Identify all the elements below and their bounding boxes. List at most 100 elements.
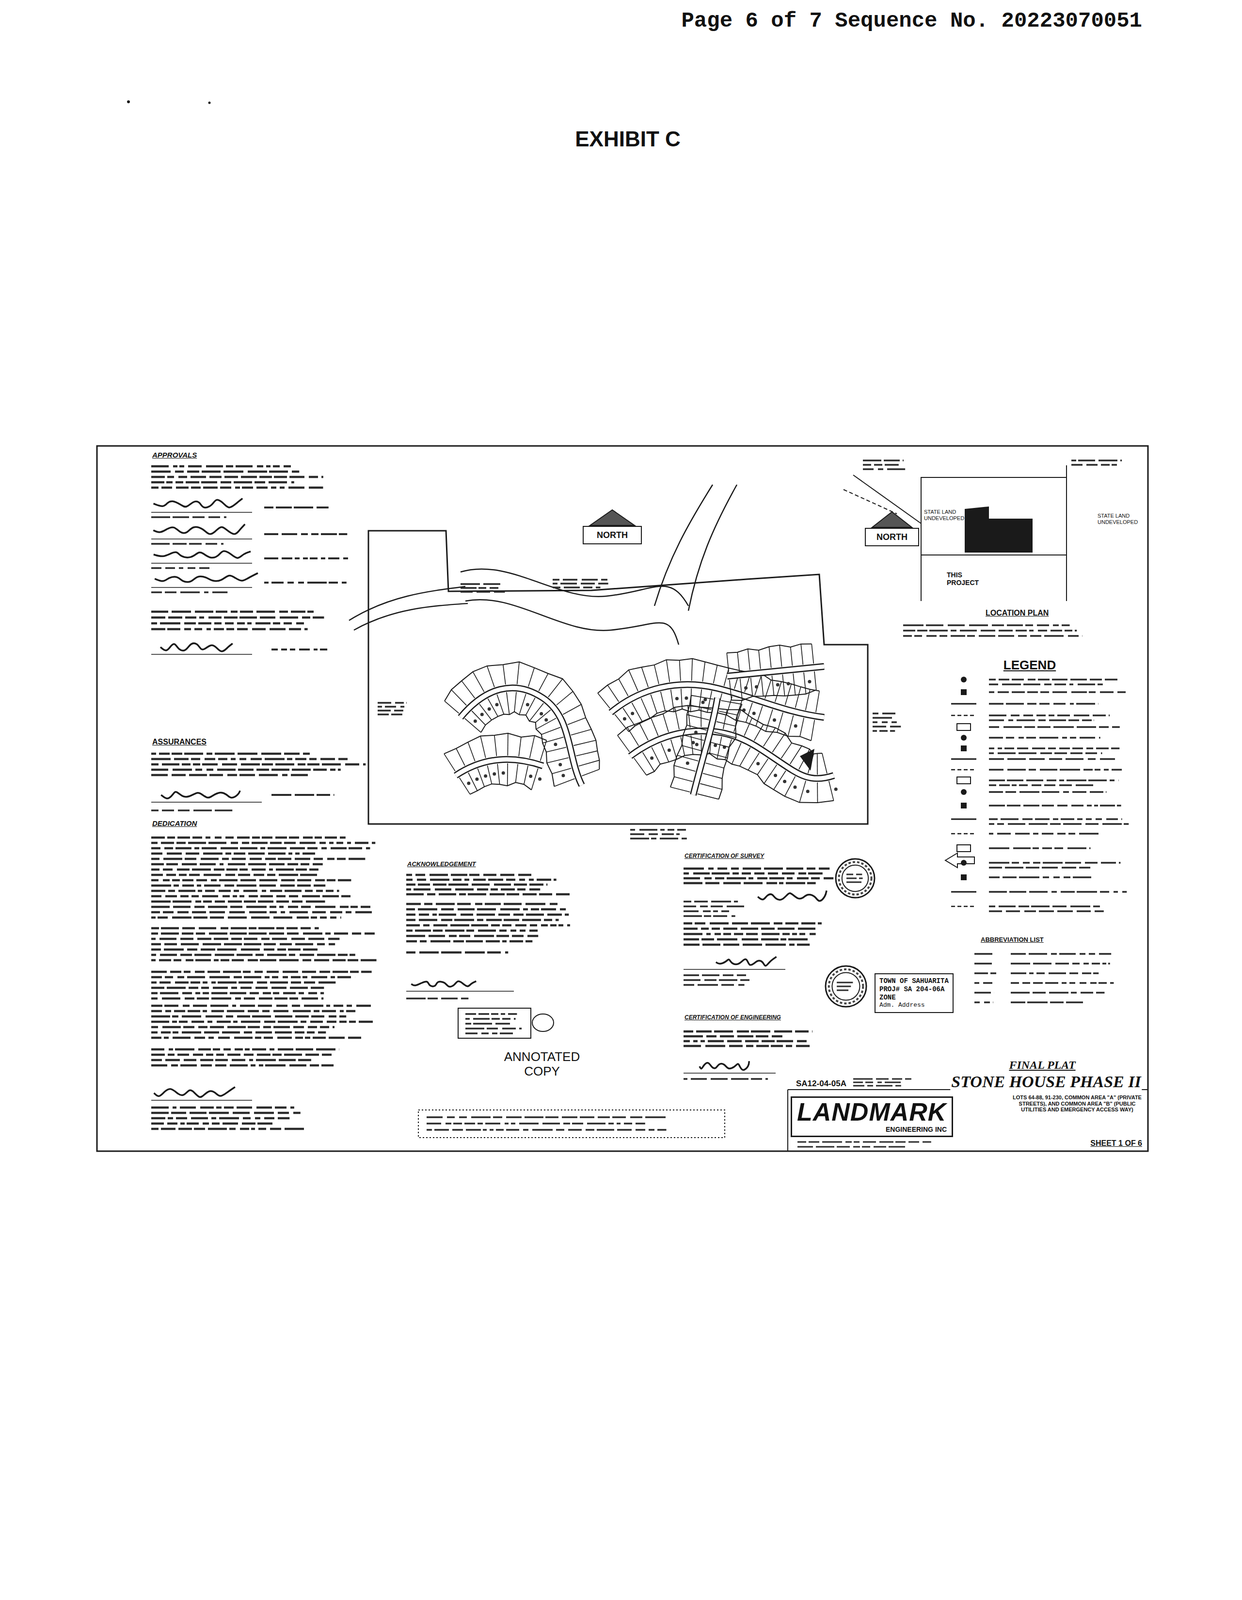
illegible-text — [406, 904, 571, 942]
lot-line — [631, 702, 643, 723]
text-line — [988, 726, 1120, 729]
lot-line — [758, 650, 761, 669]
illegible-text — [862, 460, 906, 470]
text-line — [683, 927, 819, 931]
lot-line — [768, 646, 771, 669]
lot-rear-line — [726, 644, 812, 653]
lot-line — [816, 782, 818, 803]
lot-line — [528, 668, 535, 687]
illegible-text — [988, 692, 1126, 693]
lot-number-mark — [525, 702, 530, 707]
illegible-text — [406, 875, 571, 895]
section-heading: ABBREVIATION LIST — [979, 936, 1045, 944]
illegible-text — [853, 1079, 912, 1086]
text-line — [151, 763, 366, 766]
illegible-text — [264, 582, 347, 584]
text-line — [151, 906, 371, 909]
lot-line — [772, 733, 785, 753]
text-line — [406, 893, 571, 896]
lot-line — [803, 672, 806, 695]
text-line — [406, 888, 541, 892]
text-line — [988, 719, 1095, 722]
registration-seal — [842, 865, 869, 892]
section-heading: APPROVALS — [151, 450, 198, 460]
illegible-text — [151, 753, 366, 776]
text-line — [683, 910, 731, 913]
registration-seal — [835, 859, 875, 898]
text-line — [151, 610, 315, 614]
illegible-text — [988, 759, 1116, 760]
lot-line — [816, 753, 818, 776]
lot-number-mark — [480, 713, 484, 717]
legend-symbol — [951, 906, 977, 908]
text-line — [151, 470, 300, 474]
lot-line — [718, 711, 738, 716]
text-line — [683, 877, 834, 880]
illegible-text — [460, 584, 506, 592]
lot-number-mark — [475, 777, 479, 781]
lot-line — [799, 780, 806, 803]
text-line — [1071, 459, 1122, 462]
signature — [153, 551, 251, 558]
lot-line — [651, 717, 659, 736]
stamp-text: TOWN OF SAHUARITA — [879, 977, 949, 986]
exhibit-title: EXHIBIT C — [573, 127, 682, 152]
signature — [716, 956, 777, 967]
street — [630, 731, 834, 779]
section-heading: LOCATION PLAN — [984, 608, 1050, 618]
lot-line — [814, 671, 817, 690]
text-line — [853, 1085, 902, 1087]
page-header: Page 6 of 7 Sequence No. 20223070051 — [680, 8, 1144, 34]
lot-line — [459, 778, 471, 795]
text-line — [465, 1022, 510, 1025]
text-line — [872, 721, 897, 724]
lot-line — [674, 707, 680, 730]
text-line — [988, 678, 1119, 681]
lot-line — [681, 745, 701, 751]
text-line — [151, 863, 323, 866]
text-line — [151, 758, 351, 761]
text-line — [988, 891, 1127, 893]
lot-line — [546, 747, 567, 753]
illegible-text — [988, 792, 1107, 793]
lot-line — [461, 681, 475, 699]
lot-line — [496, 694, 504, 715]
illegible-text — [683, 868, 834, 884]
text-line — [406, 874, 534, 877]
lot-line — [702, 773, 723, 779]
lot-number-mark — [793, 785, 797, 789]
text-line — [862, 468, 906, 471]
text-line — [683, 905, 747, 908]
section-line — [1066, 465, 1067, 602]
text-line — [151, 874, 319, 877]
signature — [154, 573, 258, 582]
lot-line — [515, 764, 519, 783]
lot-line — [729, 680, 732, 701]
lot-line — [479, 704, 492, 721]
text-line — [903, 624, 1070, 627]
text-line — [988, 702, 1099, 705]
text-line — [151, 847, 370, 850]
text-line — [988, 876, 1095, 879]
lot-line — [761, 676, 764, 697]
text-line — [683, 1078, 768, 1081]
registration-seal — [828, 969, 864, 1004]
street — [727, 666, 825, 677]
illegible-text — [151, 971, 372, 999]
text-line — [683, 984, 745, 987]
illegible-text — [151, 928, 377, 961]
lot-number-mark — [701, 700, 705, 704]
legend-symbol — [951, 833, 977, 835]
legend-symbol — [956, 844, 971, 852]
lot-number-mark — [650, 756, 654, 761]
text-line — [151, 1117, 290, 1120]
text-line — [151, 1004, 374, 1008]
lot-number-mark — [528, 774, 533, 779]
text-line — [872, 730, 895, 733]
illegible-text — [377, 702, 407, 715]
lot-line — [507, 733, 509, 756]
lot-line — [444, 700, 459, 714]
text-line — [151, 809, 233, 812]
legend-symbol — [951, 769, 977, 771]
text-line — [903, 635, 1083, 637]
